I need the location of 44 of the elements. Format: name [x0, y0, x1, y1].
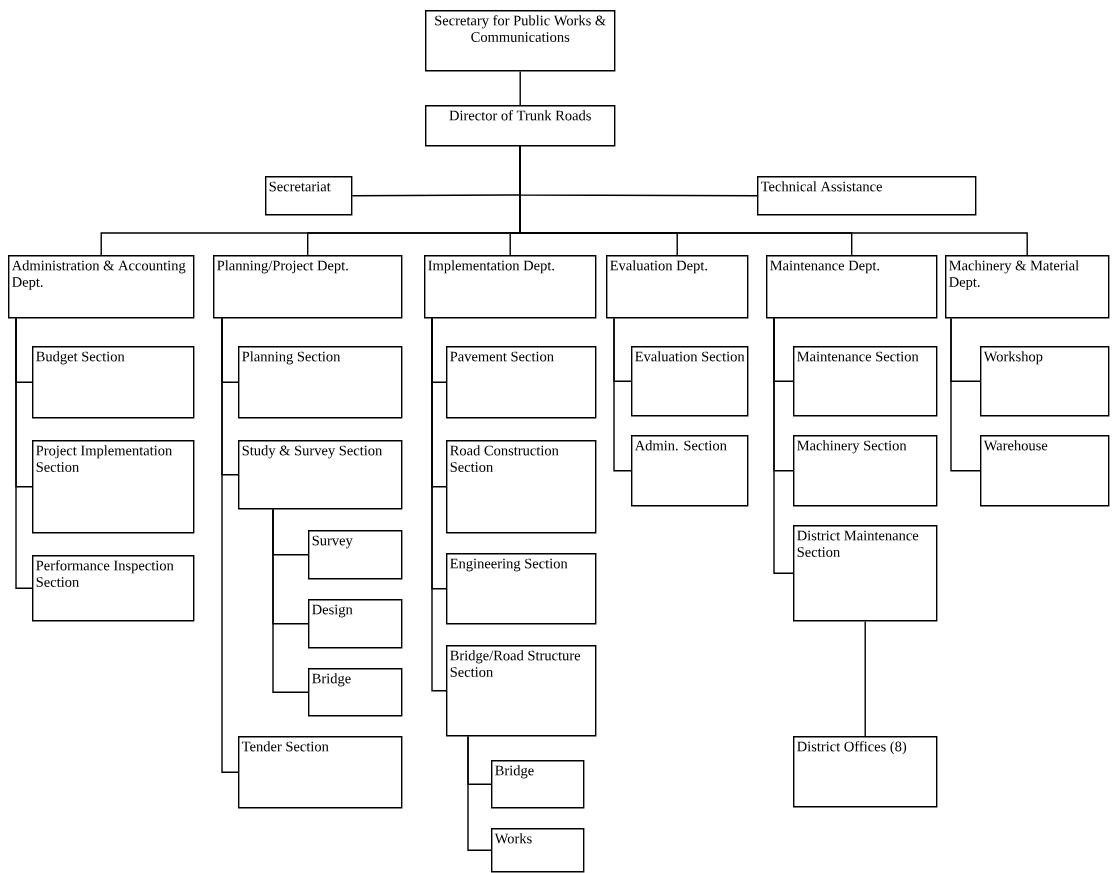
office-box: Secretariat [265, 176, 353, 216]
department-box: Implementation Dept. [424, 255, 597, 319]
section-box: Pavement Section [446, 346, 597, 419]
section-box: Works [491, 828, 585, 873]
department-box: Evaluation Dept. [606, 255, 749, 319]
section-box: Admin. Section [631, 435, 749, 507]
connector-line [15, 317, 33, 589]
section-box: Bridge [308, 668, 403, 717]
section-box: Tender Section [238, 736, 403, 809]
connector-line [519, 70, 521, 106]
section-box: District Offices (8) [793, 736, 938, 808]
section-box: Performance Inspection Section [32, 555, 195, 622]
connector-line [467, 735, 492, 851]
section-box: Engineering Section [446, 553, 597, 625]
position-box: Director of Trunk Roads [425, 105, 616, 147]
connector-line [613, 317, 632, 472]
department-box: Maintenance Dept. [766, 255, 938, 319]
section-box: Bridge/Road Structure Section [446, 645, 597, 737]
department-box: Administration & Accounting Dept. [8, 255, 195, 319]
section-box: Road Construction Section [446, 440, 597, 534]
section-box: Planning Section [238, 346, 403, 419]
connector-line [950, 317, 981, 472]
connector-line [773, 317, 794, 574]
section-box: Maintenance Section [793, 346, 938, 417]
section-box: Bridge [491, 760, 585, 809]
section-box: Evaluation Section [631, 346, 749, 417]
section-box: Project Implementation Section [32, 440, 195, 534]
position-box: Secretary for Public Works & Communications [425, 10, 616, 72]
connector-line [431, 317, 447, 692]
section-box: Machinery Section [793, 435, 938, 507]
section-box: Workshop [980, 346, 1110, 417]
section-box: District Maintenance Section [793, 525, 938, 622]
section-box: Design [308, 599, 403, 649]
connector-line [221, 317, 239, 773]
department-box: Planning/Project Dept. [213, 255, 403, 319]
section-box: Budget Section [32, 346, 195, 419]
connector-line [519, 145, 1028, 256]
connector-line [272, 508, 309, 693]
section-box: Study & Survey Section [238, 440, 403, 510]
section-box: Survey [308, 530, 403, 580]
connector-line [864, 620, 866, 737]
office-box: Technical Assistance [757, 176, 977, 216]
section-box: Warehouse [980, 435, 1110, 507]
department-box: Machinery & Material Dept. [945, 255, 1110, 319]
